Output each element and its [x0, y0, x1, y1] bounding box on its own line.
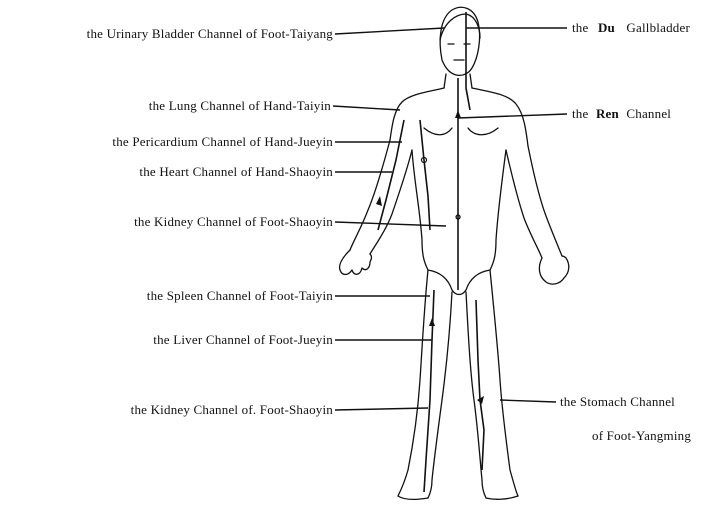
- ren-name: Ren: [596, 106, 619, 121]
- du-gallbladder: Gallbladder: [626, 20, 690, 35]
- label-heart-channel: the Heart Channel of Hand-Shaoyin: [139, 164, 333, 180]
- leader-ren: [458, 114, 567, 118]
- leader-stomach: [500, 400, 556, 402]
- heart-channel: [420, 120, 430, 230]
- label-kidney-channel-lower: the Kidney Channel of. Foot-Shaoyin: [131, 402, 333, 418]
- label-ren-channel: the Ren Channel: [572, 106, 671, 122]
- label-du-gallbladder: the Du Gallbladder: [572, 20, 690, 36]
- right-leg-channel: [476, 300, 484, 470]
- du-the: the: [572, 20, 588, 35]
- left-arm-outer: [350, 140, 390, 250]
- right-arm-inner: [506, 150, 542, 258]
- leader-lines: [333, 28, 567, 410]
- ren-the: the: [572, 106, 588, 121]
- left-foot: [398, 496, 428, 499]
- right-hand: [539, 256, 568, 284]
- right-leg-outer: [490, 270, 518, 496]
- left-arm-inner: [370, 150, 412, 254]
- chest: [424, 128, 498, 135]
- left-leg-outer: [398, 270, 428, 496]
- label-liver-channel: the Liver Channel of Foot-Jueyin: [153, 332, 333, 348]
- leader-kidney-lower: [335, 408, 428, 410]
- label-stomach-channel-line2: of Foot-Yangming: [592, 428, 691, 444]
- ren-channel: Channel: [626, 106, 671, 121]
- arrow-left-arm: [376, 196, 382, 206]
- arrow-heads: [376, 110, 484, 404]
- right-foot: [486, 496, 518, 499]
- du-channel-line: [466, 12, 470, 110]
- channel-lines: [378, 12, 484, 492]
- arrow-leg-left: [429, 318, 435, 326]
- torso-right: [490, 150, 506, 270]
- label-kidney-channel-upper: the Kidney Channel of Foot-Shaoyin: [134, 214, 333, 230]
- label-spleen-channel: the Spleen Channel of Foot-Taiyin: [147, 288, 333, 304]
- label-stomach-channel-line1: the Stomach Channel: [560, 394, 675, 410]
- leader-lung: [333, 106, 400, 110]
- hair-line: [440, 14, 480, 40]
- left-shoulder: [390, 88, 444, 140]
- label-urinary-bladder-channel: the Urinary Bladder Channel of Foot-Taiy…: [87, 26, 333, 42]
- arrow-ren: [455, 110, 461, 118]
- groin: [428, 270, 490, 295]
- du-name: Du: [598, 20, 615, 35]
- left-hand: [340, 250, 372, 275]
- label-pericardium-channel: the Pericardium Channel of Hand-Jueyin: [112, 134, 333, 150]
- label-lung-channel: the Lung Channel of Hand-Taiyin: [149, 98, 331, 114]
- leader-urinary: [335, 28, 444, 34]
